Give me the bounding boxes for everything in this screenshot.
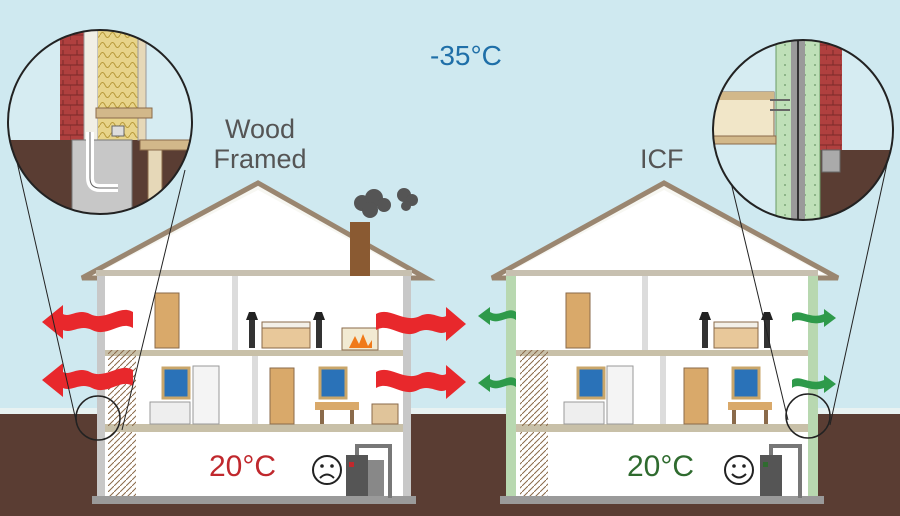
icf-house bbox=[490, 180, 840, 504]
icf-basement-temperature: 20°C bbox=[627, 450, 695, 483]
icf-title: ICF bbox=[640, 144, 684, 174]
happy-face-icon bbox=[724, 455, 754, 485]
green-arrow-icon bbox=[478, 307, 836, 393]
wood-title-line1: Wood bbox=[224, 114, 296, 144]
door-icon bbox=[154, 292, 180, 349]
wall-detail-magnifier-icon bbox=[7, 29, 193, 215]
foundation-footing bbox=[500, 496, 824, 504]
red-wavy-arrow-icon bbox=[42, 305, 466, 399]
stairs-icon bbox=[520, 350, 548, 496]
wood-framed-title: Wood Framed bbox=[205, 114, 315, 174]
magnifier-leader-lines bbox=[11, 139, 891, 441]
smoke-icon bbox=[354, 188, 418, 218]
outside-temperature: -35°C bbox=[430, 40, 502, 71]
window-icon bbox=[731, 366, 761, 400]
wood-framed-house bbox=[80, 180, 436, 504]
window-icon bbox=[576, 366, 606, 400]
wall-detail-magnifier-icon bbox=[712, 39, 894, 221]
fireplace-icon bbox=[341, 327, 379, 351]
window-icon bbox=[318, 366, 348, 400]
door-icon bbox=[565, 292, 591, 349]
wood-basement-temperature: 20°C bbox=[209, 450, 277, 483]
left-wall bbox=[506, 276, 516, 498]
window-icon bbox=[161, 366, 191, 400]
door-icon bbox=[269, 367, 295, 425]
sad-face-icon bbox=[312, 455, 342, 485]
stairs-icon bbox=[108, 350, 136, 496]
door-icon bbox=[683, 367, 709, 425]
bed-icon bbox=[246, 312, 325, 349]
wood-title-line2: Framed bbox=[213, 144, 307, 174]
foundation-footing bbox=[92, 496, 416, 504]
furnace-icon bbox=[760, 444, 802, 498]
furnace-icon bbox=[346, 444, 392, 498]
